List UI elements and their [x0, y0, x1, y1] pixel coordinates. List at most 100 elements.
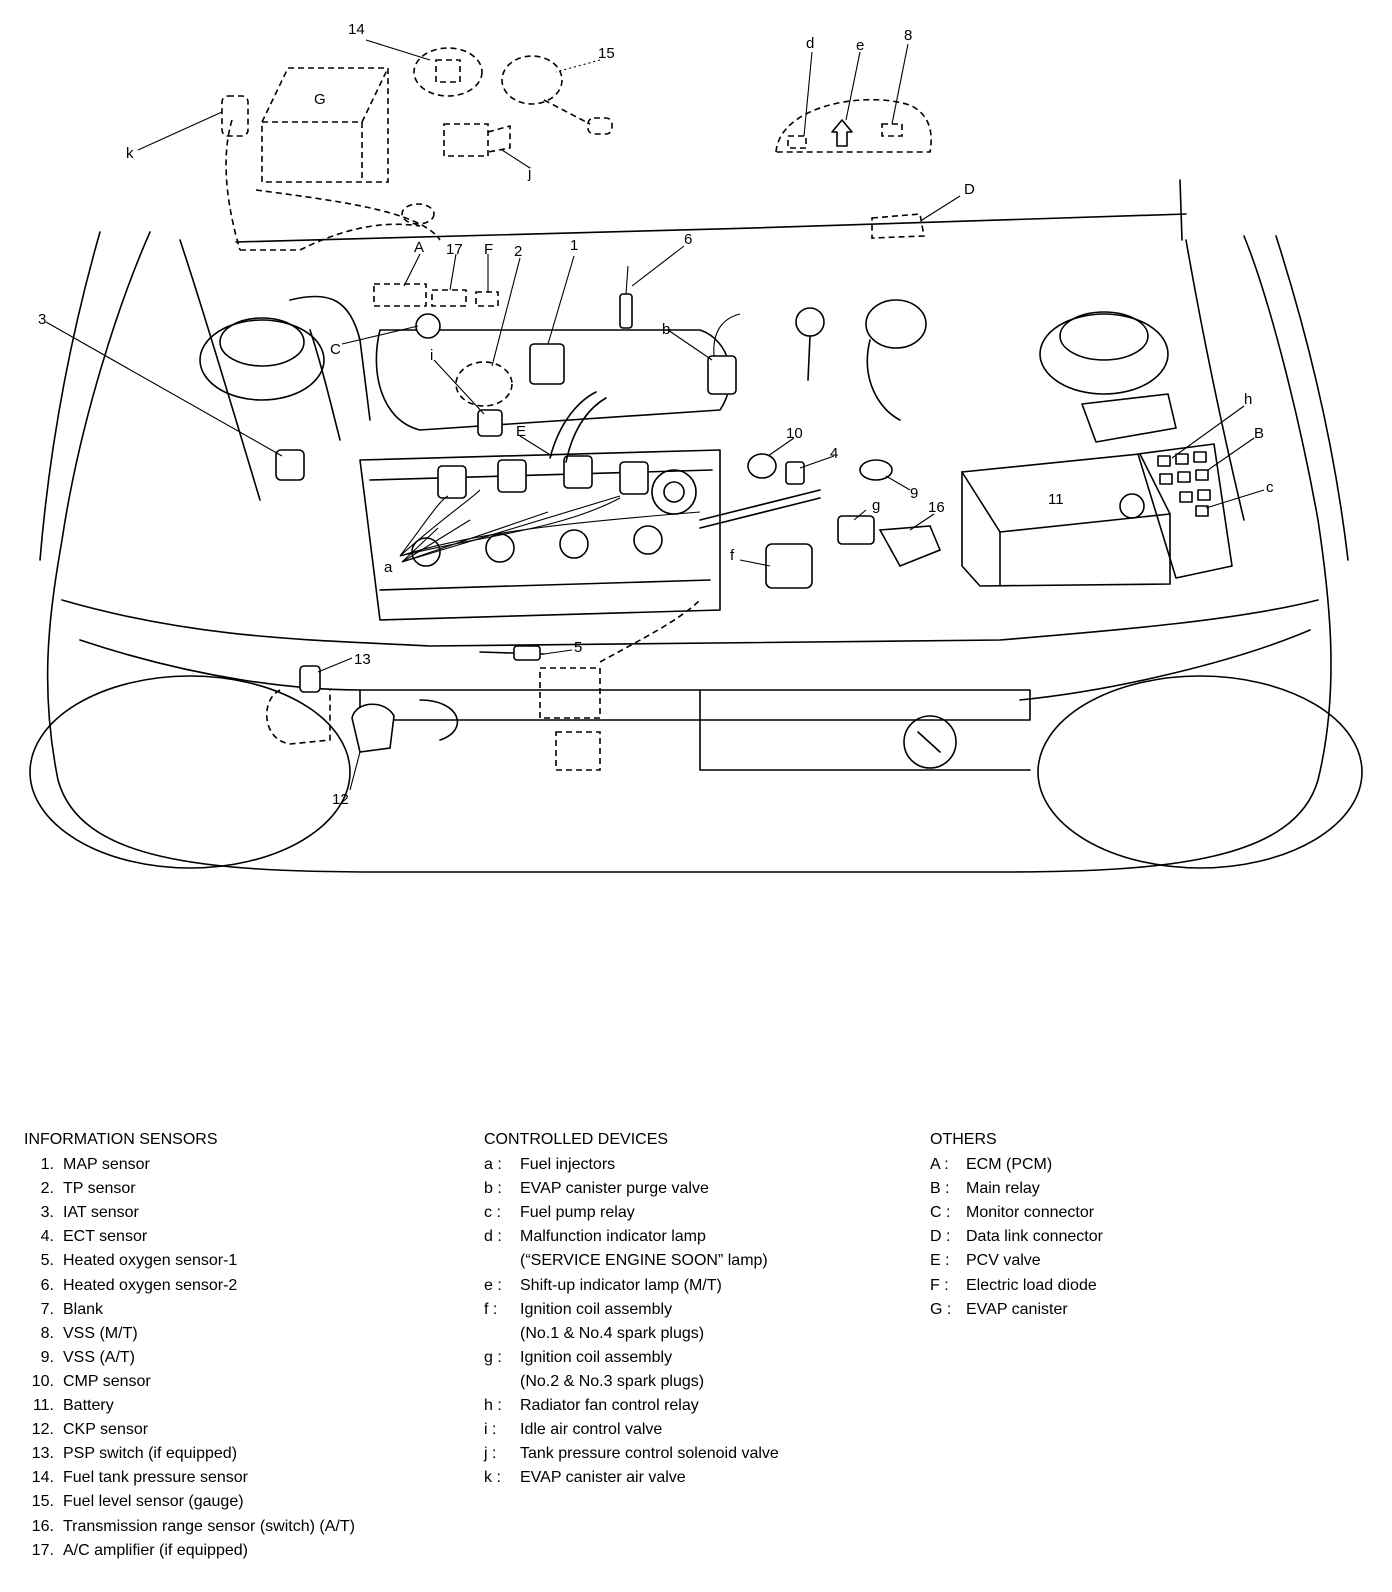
- legend-item: 11.Battery: [24, 1394, 355, 1418]
- legend-text: VSS (M/T): [63, 1324, 138, 1342]
- legend-text: Fuel tank pressure sensor: [63, 1469, 248, 1487]
- legend-text: IAT sensor: [63, 1204, 139, 1222]
- legend-text: Fuel level sensor (gauge): [63, 1493, 244, 1511]
- legend-key: 7.: [40, 1300, 54, 1318]
- injector-4-icon: [619, 461, 649, 495]
- legend-key: B :: [930, 1180, 950, 1198]
- callout-G: G: [314, 91, 326, 108]
- legend-text: TP sensor: [63, 1180, 136, 1198]
- callout-c: c: [1266, 479, 1274, 496]
- legend-key: F :: [930, 1276, 949, 1294]
- heated-oxygen-sensor-2-icon: [619, 293, 633, 329]
- callout-k: k: [126, 145, 134, 162]
- callout-15: 15: [598, 45, 615, 62]
- electric-load-diode-icon: [475, 291, 499, 307]
- injector-2-icon: [497, 459, 527, 493]
- legend-text: Malfunction indicator lamp: [520, 1228, 706, 1246]
- legend-key: 5.: [40, 1252, 54, 1270]
- legend-key: g :: [484, 1348, 502, 1366]
- legend-key: c :: [484, 1204, 501, 1222]
- legend-item: 14.Fuel tank pressure sensor: [24, 1466, 355, 1490]
- legend-item: a :Fuel injectors: [484, 1153, 779, 1177]
- iac-valve-icon: [477, 409, 503, 437]
- legend-item: j :Tank pressure control solenoid valve: [484, 1442, 779, 1466]
- legend-key: C :: [930, 1204, 951, 1222]
- legend-key: 12.: [31, 1421, 54, 1439]
- instrument-cluster-icon: [775, 98, 932, 153]
- legend-text: A/C amplifier (if equipped): [63, 1541, 248, 1559]
- legend-text: Tank pressure control solenoid valve: [520, 1445, 779, 1463]
- shift-up-indicator-icon: [831, 119, 853, 147]
- legend-key: A :: [930, 1156, 949, 1174]
- legend-text: Monitor connector: [966, 1204, 1095, 1222]
- callout-C: C: [330, 341, 341, 358]
- callout-j: j: [527, 165, 531, 182]
- legend-title: OTHERS: [930, 1131, 997, 1148]
- legend-key: 13.: [31, 1445, 54, 1463]
- legend-text: Ignition coil assembly: [520, 1348, 673, 1366]
- legend-key: e :: [484, 1276, 502, 1294]
- callout-1: 1: [570, 237, 578, 254]
- legend-key: D :: [930, 1228, 951, 1246]
- legend-text: EVAP canister purge valve: [520, 1180, 709, 1198]
- evap-air-valve-icon: [221, 95, 249, 137]
- legend-item: h :Radiator fan control relay: [484, 1394, 779, 1418]
- legend-text: VSS (A/T): [63, 1348, 136, 1366]
- callout-14: 14: [348, 21, 365, 38]
- callout-F: F: [484, 241, 493, 258]
- fuel-level-sensor-icon: [501, 55, 563, 105]
- data-link-connector-icon: [871, 213, 925, 239]
- fuel-tank-pressure-sensor-icon: [413, 47, 483, 97]
- legend-item: 1. MAP sensor: [24, 1153, 355, 1177]
- legend-item: i :Idle air control valve: [484, 1418, 779, 1442]
- malfunction-indicator-lamp-icon: [787, 135, 807, 149]
- callout-8: 8: [904, 27, 912, 44]
- callout-d: d: [806, 35, 814, 52]
- injector-3-icon: [563, 455, 593, 489]
- callout-g: g: [872, 497, 880, 514]
- legend-text: Blank: [63, 1300, 104, 1318]
- legend-item: 3. IAT sensor: [24, 1201, 355, 1225]
- legend-text: Data link connector: [966, 1228, 1103, 1246]
- ac-amplifier-icon: [431, 289, 467, 307]
- legend-key: f :: [484, 1300, 498, 1318]
- psp-switch-icon: [299, 665, 321, 693]
- engine-bay-diagram: 14 15 G k j d e 8 D A 17 F 2 1 6 3 b C i…: [29, 21, 1363, 873]
- legend-text: ECT sensor: [63, 1228, 148, 1246]
- legend-key: 1.: [40, 1156, 54, 1174]
- map-sensor-icon: [529, 343, 565, 385]
- legend-item: e :Shift-up indicator lamp (M/T): [484, 1274, 779, 1298]
- legend-item: d : Malfunction indicator lamp: [484, 1225, 779, 1249]
- legend-key: d :: [484, 1228, 502, 1246]
- evap-canister-icon: [261, 67, 389, 183]
- legend-text: MAP sensor: [63, 1156, 150, 1174]
- legend-item: 7. Blank: [24, 1298, 355, 1322]
- callout-labels: 14 15 G k j d e 8 D A 17 F 2 1 6 3 b C i…: [38, 21, 1274, 808]
- legend-text-continued: (“SERVICE ENGINE SOON” lamp): [520, 1252, 768, 1270]
- legend-item: 17.A/C amplifier (if equipped): [24, 1539, 355, 1563]
- legend-text: Electric load diode: [966, 1276, 1097, 1294]
- legend-key: 3.: [40, 1204, 54, 1222]
- callout-a: a: [384, 559, 393, 576]
- legend-key: 8.: [40, 1324, 54, 1342]
- callout-11: 11: [1048, 491, 1064, 508]
- legend-title: INFORMATION SENSORS: [24, 1131, 218, 1148]
- legend-item: c :Fuel pump relay: [484, 1201, 779, 1225]
- ect-sensor-icon: [785, 461, 805, 485]
- callout-10: 10: [786, 425, 803, 442]
- legend-item: k :EVAP canister air valve: [484, 1466, 779, 1490]
- legend-item: 9.VSS (A/T): [24, 1346, 355, 1370]
- legend-item: 5.Heated oxygen sensor-1: [24, 1249, 355, 1273]
- legend-item: b : EVAP canister purge valve: [484, 1177, 779, 1201]
- top-components: [221, 47, 932, 251]
- callout-A: A: [414, 239, 424, 256]
- callout-6: 6: [684, 231, 692, 248]
- legend-key: b :: [484, 1180, 502, 1198]
- legend-key: 6.: [40, 1276, 54, 1294]
- legend-item: f :Ignition coil assembly: [484, 1298, 779, 1322]
- legend-text: Transmission range sensor (switch) (A/T): [63, 1517, 355, 1535]
- legend-item: 10.CMP sensor: [24, 1370, 355, 1394]
- legend-item: E :PCV valve: [930, 1249, 1103, 1273]
